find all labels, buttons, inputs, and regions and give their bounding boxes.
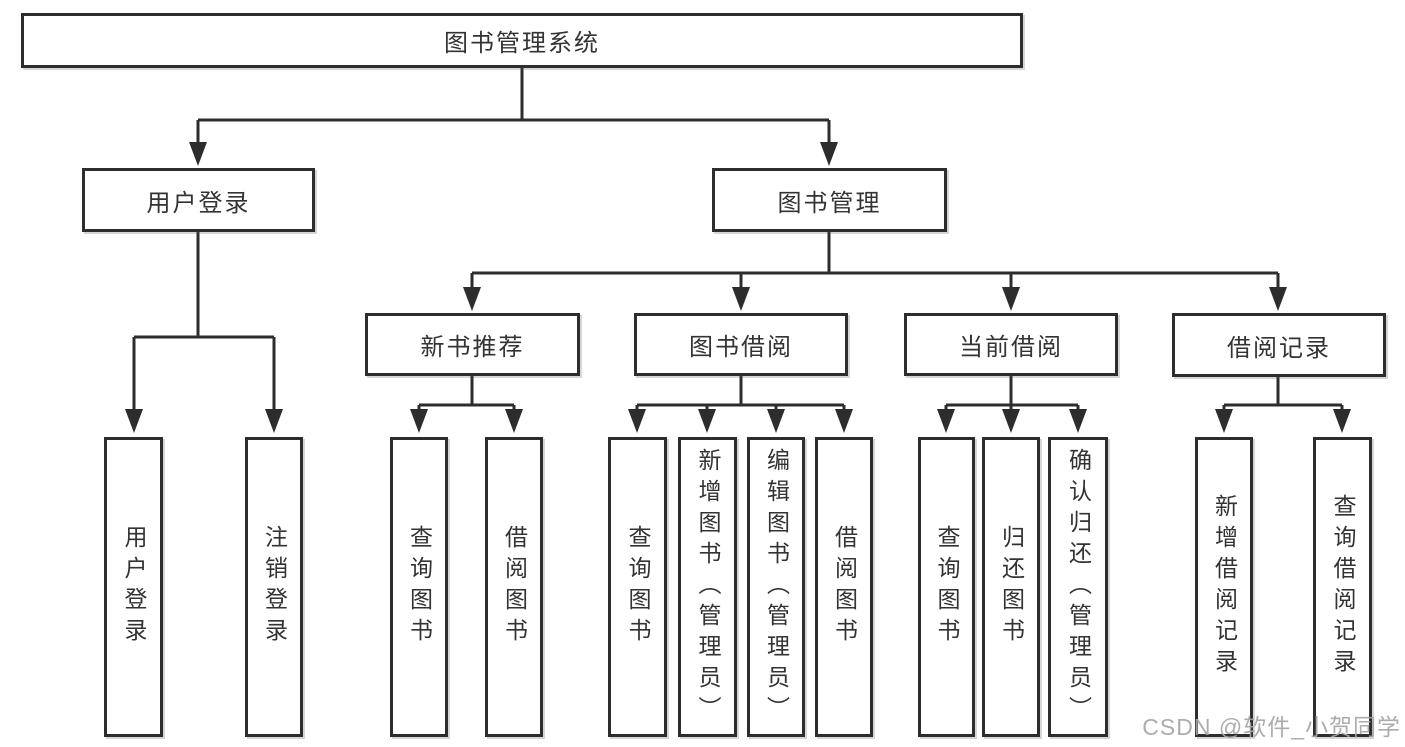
branch-user-login: 用户登录 bbox=[82, 168, 315, 232]
connector-book-borrow-to-leaves bbox=[628, 376, 853, 433]
node-system-root: 图书管理系统 bbox=[21, 13, 1023, 68]
module-book-borrow: 图书借阅 bbox=[634, 313, 848, 376]
leaf-user-login: 用户登录 bbox=[104, 437, 163, 737]
connector-new-book-recommend-to-leaves bbox=[410, 376, 523, 433]
module-new-book-recommend: 新书推荐 bbox=[365, 313, 580, 376]
leaf-query-books-recommend: 查询图书 bbox=[390, 437, 448, 737]
module-current-borrow: 当前借阅 bbox=[904, 313, 1118, 376]
connector-borrow-records-to-leaves bbox=[1215, 377, 1351, 433]
connector-root-to-level2 bbox=[189, 68, 838, 166]
leaf-confirm-return-admin: 确认归还（管理员） bbox=[1048, 437, 1108, 737]
branch-book-management: 图书管理 bbox=[712, 168, 947, 232]
connector-user-login-to-leaves bbox=[125, 232, 283, 433]
leaf-borrow-books-borrow: 借阅图书 bbox=[815, 437, 873, 737]
connector-book-management-to-modules bbox=[463, 232, 1287, 311]
leaf-borrow-books-recommend: 借阅图书 bbox=[485, 437, 543, 737]
csdn-watermark: CSDN @软件_小贺同学 bbox=[1142, 714, 1401, 740]
connector-current-borrow-to-leaves bbox=[937, 376, 1087, 433]
leaf-add-borrow-record: 新增借阅记录 bbox=[1195, 437, 1253, 737]
leaf-edit-book-admin: 编辑图书（管理员） bbox=[747, 437, 805, 737]
leaf-query-borrow-record: 查询借阅记录 bbox=[1313, 437, 1372, 737]
module-borrow-records: 借阅记录 bbox=[1172, 313, 1386, 377]
leaf-query-books-borrow: 查询图书 bbox=[608, 437, 667, 737]
leaf-return-books: 归还图书 bbox=[982, 437, 1040, 737]
leaf-logout: 注销登录 bbox=[245, 437, 303, 737]
leaf-query-books-current: 查询图书 bbox=[918, 437, 975, 737]
leaf-add-book-admin: 新增图书（管理员） bbox=[678, 437, 737, 737]
